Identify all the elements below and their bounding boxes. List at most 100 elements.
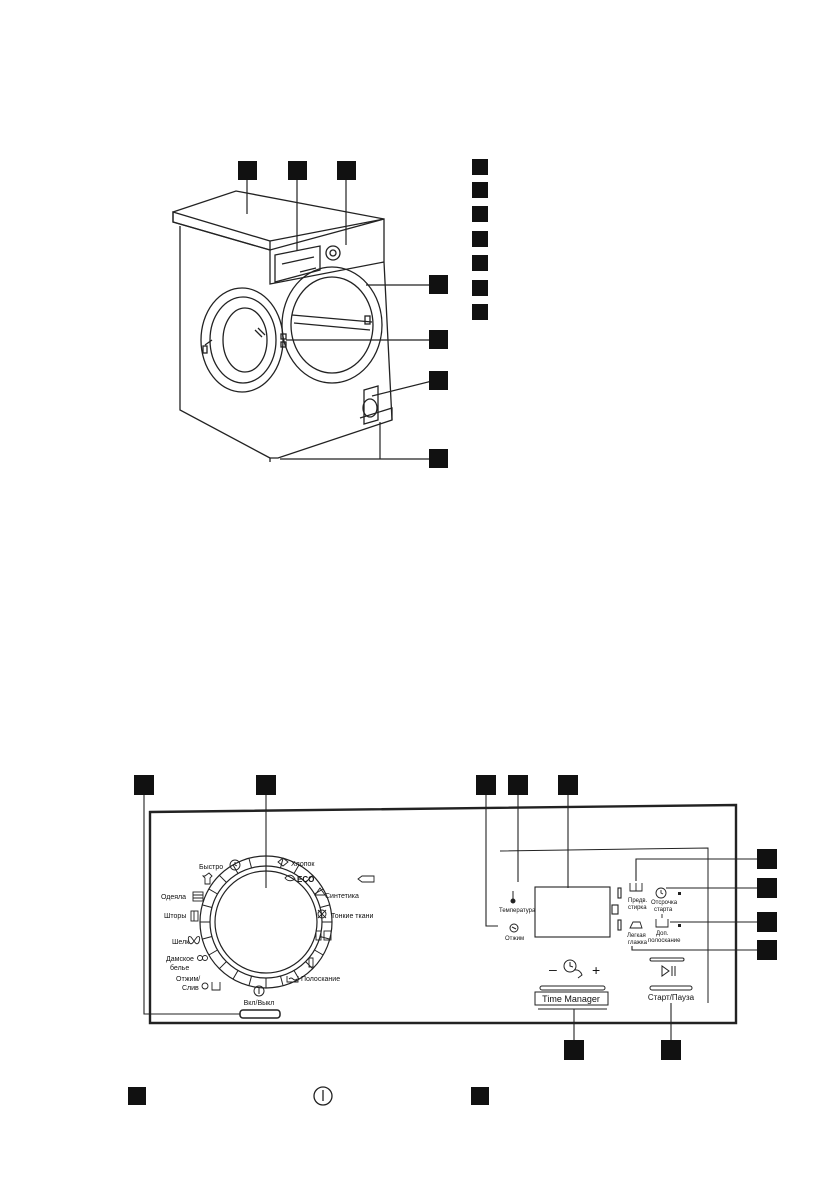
power-button[interactable]: [239, 1009, 281, 1019]
dial-segment-divider: [208, 888, 218, 895]
dial-segment-divider: [218, 874, 227, 883]
cotton-icon: [277, 857, 289, 867]
dial-segment-divider: [208, 949, 218, 956]
dial-segment-divider: [202, 904, 213, 908]
program-otzhim-line1[interactable]: Отжим/: [176, 976, 200, 983]
display-area: [534, 886, 622, 938]
start-pause-button-bar[interactable]: [649, 985, 693, 991]
program-odeyala[interactable]: Одеяла: [161, 894, 186, 901]
time-manager-button-bar[interactable]: [539, 985, 606, 991]
power-label: Вкл/Выкл: [244, 1000, 275, 1007]
dial-segment-divider: [232, 970, 239, 980]
callout-box: [476, 775, 496, 795]
program-damskoe-line2[interactable]: белье: [170, 964, 189, 972]
stopwatch-icon: [229, 859, 241, 871]
prewash-line1[interactable]: Предв.: [628, 898, 648, 904]
option-leds: [678, 892, 681, 927]
extra-rinse-line1[interactable]: Доп.: [656, 931, 669, 937]
spin-icon: [509, 923, 519, 933]
extra-rinse-line2[interactable]: полоскание: [648, 938, 681, 944]
jeans-icon: [315, 930, 322, 941]
callout-box: [238, 161, 257, 180]
eco-indicator-icon: [357, 875, 375, 883]
curtain-icon: [190, 910, 199, 922]
washing-machine-illustration: [172, 190, 393, 462]
dial-segment-ticks: [200, 856, 332, 988]
dial-segment-divider: [305, 874, 314, 883]
dial-segment-divider: [280, 975, 284, 986]
shirt-icon: [201, 872, 213, 885]
temperature-button[interactable]: Температура: [499, 908, 536, 914]
callout-box: [256, 775, 276, 795]
butterfly-icon: [187, 936, 201, 945]
dial-segment-divider: [280, 858, 284, 869]
callout-box: [757, 878, 777, 898]
eco-leaf-icon: [284, 874, 296, 882]
program-icons-left: [187, 859, 241, 991]
program-icons-right: [277, 857, 375, 983]
control-panel-outline: [148, 803, 738, 1025]
program-bystro[interactable]: Быстро: [199, 864, 223, 871]
legend-box: [128, 1087, 146, 1105]
prewash-icon: [629, 883, 643, 892]
callout-box: [134, 775, 154, 795]
callout-box: [337, 161, 356, 180]
play-pause-icon: [661, 965, 676, 977]
time-manager-label: Time Manager: [542, 994, 600, 1004]
dial-segment-divider: [319, 936, 330, 940]
callout-box: [429, 449, 448, 468]
callout-box: [564, 1040, 584, 1060]
callout-box: [661, 1040, 681, 1060]
program-otzhim-line2[interactable]: Слив: [182, 985, 199, 992]
program-sintetika[interactable]: Синтетика: [325, 893, 359, 900]
time-manager-frame: [534, 991, 609, 1006]
program-shelk[interactable]: Шелк: [172, 939, 190, 946]
synthetic-icon: [314, 887, 326, 896]
delay-start-line2[interactable]: старта: [654, 907, 673, 913]
legend-box: [471, 1087, 489, 1105]
dial-segment-divider: [248, 975, 252, 986]
spin-button[interactable]: Отжим: [505, 936, 524, 942]
delay-start-line1[interactable]: Отсрочка: [651, 900, 678, 906]
callout-box: [757, 940, 777, 960]
dial-segment-divider: [232, 864, 239, 874]
thermometer-icon: [510, 891, 516, 904]
callout-box: [558, 775, 578, 795]
machine-leader-lines: [246, 179, 433, 460]
power-icon: [313, 1086, 333, 1106]
panel-callouts: [134, 775, 777, 1060]
option-icons: [629, 883, 669, 929]
jacket-icon: [308, 957, 314, 968]
program-shtory[interactable]: Шторы: [164, 913, 186, 920]
time-manager-plus[interactable]: +: [592, 962, 600, 978]
lcd-display: [534, 886, 611, 938]
program-damskoe-line1[interactable]: Дамское: [166, 956, 194, 963]
callout-box: [429, 275, 448, 294]
delay-start-icon: [655, 887, 667, 899]
program-poloskanie[interactable]: Полоскание: [301, 976, 340, 983]
start-pause-label[interactable]: Старт/Пауза: [648, 993, 695, 1002]
easy-iron-icon: [629, 921, 643, 929]
power-icon: [253, 985, 265, 997]
time-manager-minus[interactable]: –: [549, 961, 557, 977]
dial-segment-divider: [293, 864, 300, 874]
dial-segment-divider: [218, 961, 227, 970]
program-tonkie[interactable]: Тонкие ткани: [331, 913, 373, 920]
callout-box: [429, 330, 448, 349]
callout-box: [429, 371, 448, 390]
dial-segment-divider: [314, 949, 324, 956]
start-pause-indicator: [649, 957, 685, 962]
lingerie-icon: [197, 955, 208, 961]
time-manager-icon: [563, 959, 583, 979]
program-hlopok[interactable]: Хлопок: [291, 861, 315, 868]
callout-box: [757, 849, 777, 869]
prewash-line2[interactable]: стирка: [628, 905, 647, 911]
easy-iron-line1[interactable]: Легкая: [627, 933, 646, 939]
delicate-icon: [317, 909, 327, 919]
machine-callouts: [238, 161, 448, 468]
easy-iron-line2[interactable]: глажка: [628, 940, 648, 946]
spin-drain-icon: [201, 982, 221, 991]
callout-box: [757, 912, 777, 932]
program-eco[interactable]: ECO: [297, 875, 314, 884]
